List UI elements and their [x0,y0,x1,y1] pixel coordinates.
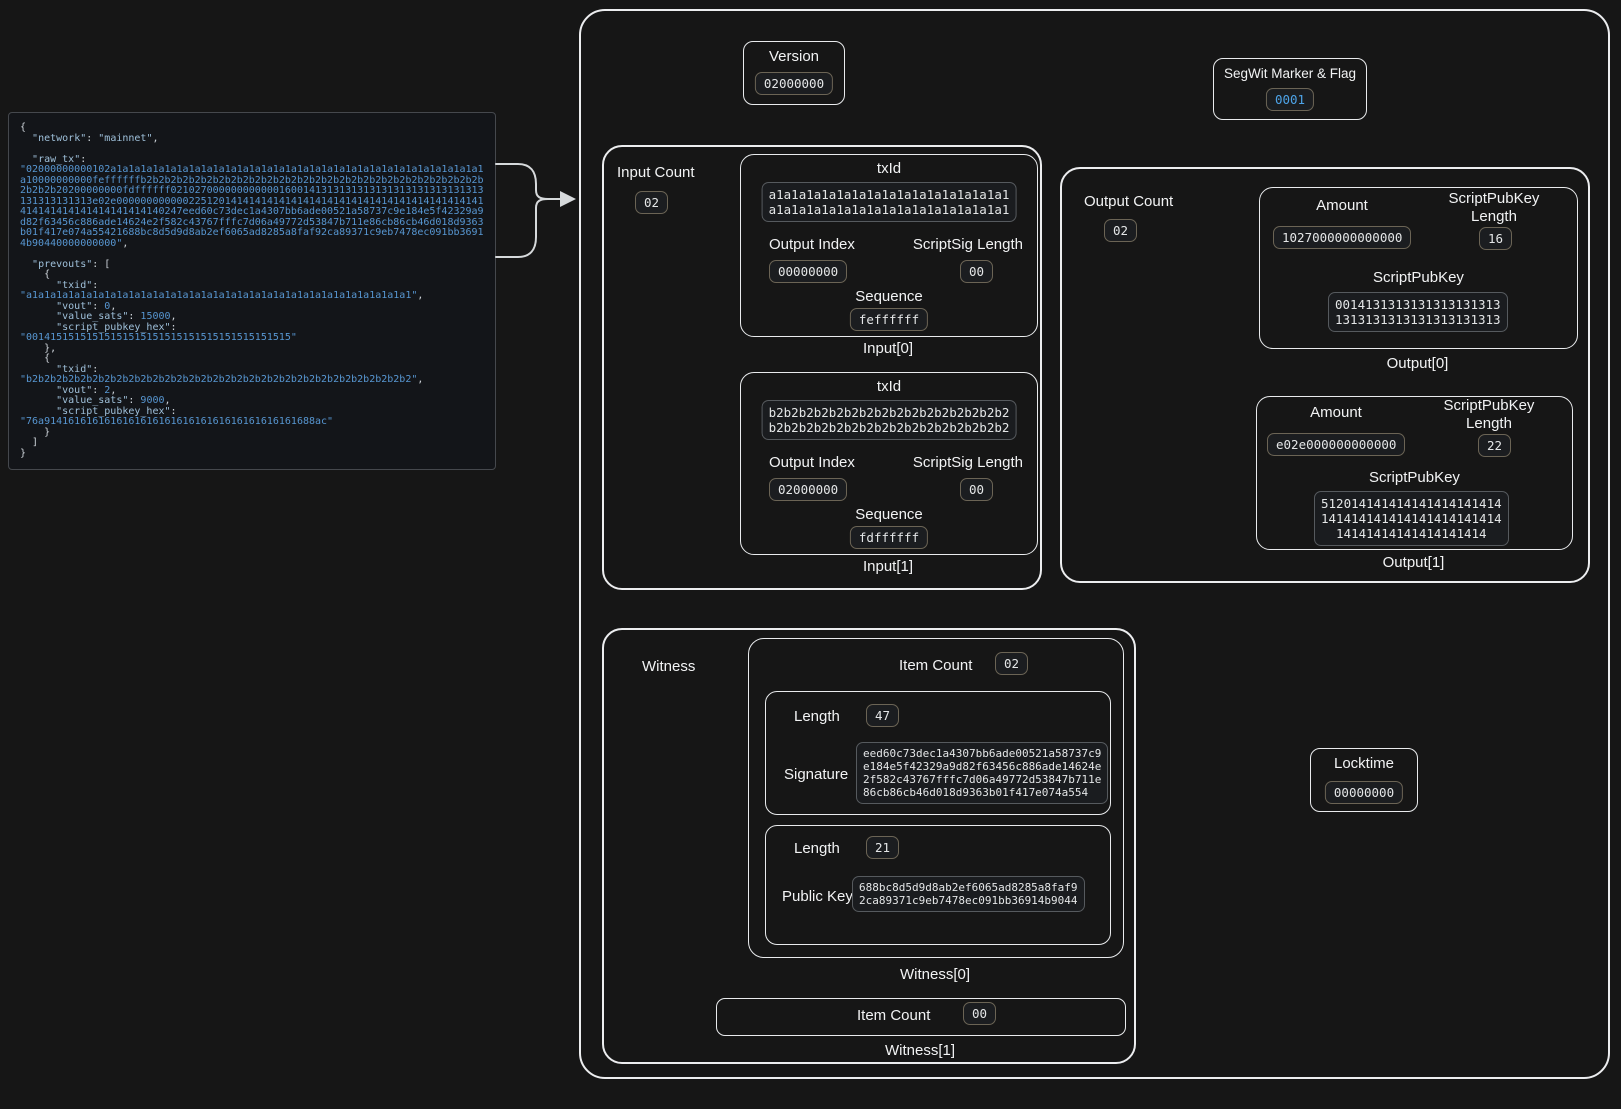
input-count-value: 02 [635,191,669,214]
version-value: 02000000 [754,72,834,95]
scriptpubkey-length-value: 16 [1479,227,1513,250]
segwit-value: 0001 [1265,88,1315,111]
scriptpubkey-label: ScriptPubKey [1369,469,1460,486]
output-1-caption: Output[1] [1382,554,1445,571]
locktime-label: Locktime [1333,755,1395,772]
item-count-value: 02 [995,652,1029,675]
scriptpubkey-length-label: ScriptPubKey Length [1448,190,1540,225]
scriptpubkey-length-label: ScriptPubKey Length [1443,397,1535,432]
scriptsig-length-value: 00 [959,478,993,501]
item-count-label: Item Count [899,657,973,674]
output-index-label: Output Index [769,454,855,471]
scriptpubkey-label: ScriptPubKey [1373,269,1464,286]
sequence-value: fdffffff [849,526,929,549]
txid-value: a1a1a1a1a1a1a1a1a1a1a1a1a1a1a1a1 a1a1a1a… [761,182,1017,222]
output-0-caption: Output[0] [1386,355,1449,372]
sequence-label: Sequence [855,288,923,305]
witness-1-caption: Witness[1] [884,1042,956,1059]
scriptpubkey-value: 512014141414141414141414 141414141414141… [1314,491,1509,546]
locktime-field: Locktime 00000000 [1310,748,1418,812]
input-0-caption: Input[0] [862,340,914,357]
output-index-value: 02000000 [769,478,848,501]
item-count-label: Item Count [857,1007,931,1024]
length-label: Length [794,708,840,725]
witness-section: Witness Item Count 02 Length 47 Signatur… [602,628,1136,1064]
witness-1-card: Item Count 00 [716,998,1126,1036]
input-count-label: Input Count [617,164,695,181]
length-label: Length [794,840,840,857]
witness-label: Witness [642,658,696,675]
version-field: Version 02000000 [743,41,845,105]
output-count-value: 02 [1104,219,1138,242]
output-0-card: Amount 1027000000000000 ScriptPubKey Len… [1259,187,1578,349]
output-index-label: Output Index [769,236,855,253]
signature-label: Signature [784,766,849,783]
amount-label: Amount [1316,197,1368,214]
signature-value: eed60c73dec1a4307bb6ade00521a58737c9 e18… [856,742,1109,804]
length-value: 21 [866,836,900,859]
scriptpubkey-length-value: 22 [1478,434,1512,457]
length-value: 47 [866,704,900,727]
input-0-card: txId a1a1a1a1a1a1a1a1a1a1a1a1a1a1a1a1 a1… [740,154,1038,337]
segwit-label: SegWit Marker & Flag [1223,66,1357,81]
version-label: Version [768,48,820,65]
txid-label: txId [876,160,902,177]
input-1-caption: Input[1] [862,558,914,575]
scriptsig-length-value: 00 [959,260,993,283]
json-input-panel: { "network": "mainnet", "raw_tx": "02000… [8,112,496,470]
sequence-label: Sequence [855,506,923,523]
amount-label: Amount [1310,404,1362,421]
public-key-value: 688bc8d5d9d8ab2ef6065ad8285a8faf9 2ca893… [852,876,1085,912]
txid-label: txId [876,378,902,395]
scriptsig-length-label: ScriptSig Length [912,236,1023,253]
output-index-value: 00000000 [769,260,848,283]
json-code: { "network": "mainnet", "raw_tx": "02000… [20,122,484,459]
inputs-section: Input Count 02 txId a1a1a1a1a1a1a1a1a1a1… [602,145,1042,590]
arrowhead-icon [560,191,576,207]
amount-value: e02e000000000000 [1267,433,1406,456]
pubkey-item-card: Length 21 Public Key 688bc8d5d9d8ab2ef60… [765,825,1111,945]
input-1-card: txId b2b2b2b2b2b2b2b2b2b2b2b2b2b2b2b2 b2… [740,372,1038,555]
txid-value: b2b2b2b2b2b2b2b2b2b2b2b2b2b2b2b2 b2b2b2b… [761,400,1017,440]
outputs-section: Output Count 02 Amount 1027000000000000 … [1060,167,1590,583]
sequence-value: feffffff [849,308,929,331]
signature-item-card: Length 47 Signature eed60c73dec1a4307bb6… [765,691,1111,815]
scriptsig-length-label: ScriptSig Length [912,454,1023,471]
item-count-value: 00 [963,1002,997,1025]
scriptpubkey-value: 0014131313131313131313 13131313131313131… [1328,292,1508,332]
public-key-label: Public Key [782,888,853,905]
witness-0-caption: Witness[0] [899,966,971,983]
output-1-card: Amount e02e000000000000 ScriptPubKey Len… [1256,396,1573,550]
locktime-value: 00000000 [1324,781,1404,804]
segwit-field: SegWit Marker & Flag 0001 [1213,58,1367,120]
output-count-label: Output Count [1084,193,1174,210]
witness-0-card: Item Count 02 Length 47 Signature eed60c… [748,638,1124,958]
amount-value: 1027000000000000 [1273,226,1412,249]
transaction-diagram: Version 02000000 SegWit Marker & Flag 00… [579,9,1610,1079]
